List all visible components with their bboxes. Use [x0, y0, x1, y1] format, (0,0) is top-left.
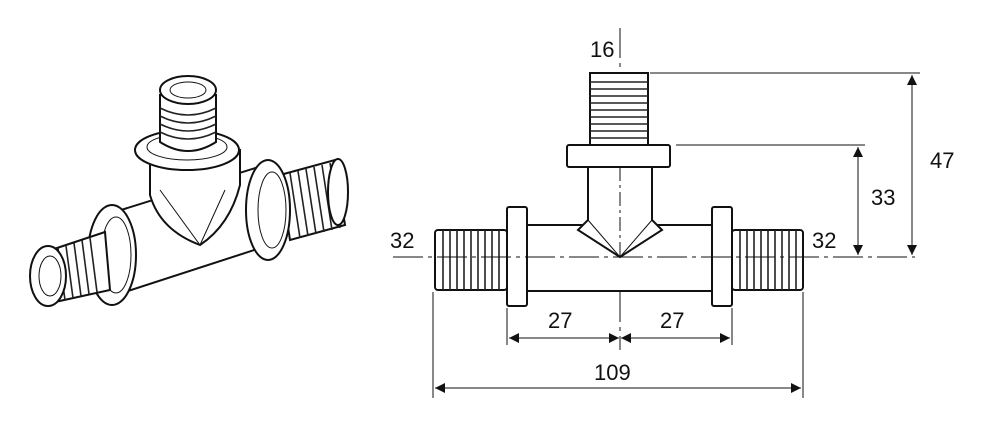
- isometric-view: [29, 75, 349, 307]
- dim-half-left: 27: [548, 308, 572, 333]
- top-spigot: [589, 72, 649, 146]
- dim-total-length: 109: [594, 360, 631, 385]
- dim-height-flange: 33: [871, 185, 895, 210]
- iso-right-spigot: [278, 158, 349, 242]
- dim-left-diameter: 32: [390, 228, 414, 253]
- dim-half-right: 27: [660, 308, 684, 333]
- dim-height-total: 47: [930, 148, 954, 173]
- dim-right-diameter: 32: [812, 228, 836, 253]
- dim-branch-diameter: 16: [590, 37, 614, 62]
- top-flange: [566, 144, 671, 168]
- front-view: 16 32 32 47 33 27 27 109: [390, 28, 954, 398]
- dimension-lines: [432, 72, 920, 398]
